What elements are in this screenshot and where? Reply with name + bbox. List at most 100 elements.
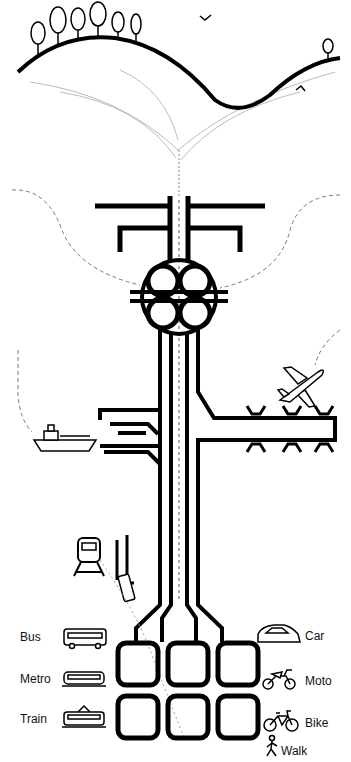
- plane-body: [280, 370, 323, 402]
- train-window: [82, 543, 96, 550]
- tram-windows: [68, 715, 100, 719]
- city-block: [118, 696, 158, 738]
- ground-line: [60, 92, 176, 158]
- tree-canopy: [323, 39, 333, 53]
- moto-seat: [272, 672, 282, 678]
- legend-label: Metro: [20, 672, 51, 686]
- main-road: [136, 330, 335, 642]
- ship-funnel: [48, 425, 54, 431]
- ground-lines: [30, 70, 335, 160]
- tram-icon: [62, 706, 106, 727]
- ship-deck: [60, 435, 90, 437]
- gate: [247, 406, 265, 414]
- tree-canopy: [50, 7, 66, 33]
- ground-line: [30, 82, 178, 150]
- legend-label: Car: [305, 629, 324, 643]
- legend-label: Walk: [281, 744, 307, 758]
- tree-canopy: [131, 14, 141, 34]
- airplane: [278, 367, 323, 407]
- upper-roads: [95, 196, 265, 262]
- cloverleaf: [130, 260, 228, 334]
- train-rails: [74, 562, 104, 576]
- trees: [31, 2, 333, 61]
- bird: [296, 86, 305, 91]
- quay: [104, 452, 160, 464]
- dashed-curve: [18, 350, 32, 432]
- wheel: [96, 644, 101, 649]
- dotted-path: [100, 560, 185, 740]
- legend-icons: [62, 625, 300, 756]
- bus-windows: [68, 633, 102, 638]
- bird: [200, 15, 211, 20]
- tram-body: [64, 712, 104, 725]
- tram-rail: [62, 726, 106, 728]
- car-window: [266, 628, 288, 633]
- road-line: [188, 204, 265, 209]
- tree-canopy: [90, 2, 106, 26]
- bus-icon: [64, 629, 106, 649]
- quay: [100, 444, 160, 448]
- car-icon: [258, 625, 300, 642]
- road-line: [130, 299, 228, 303]
- plane-tail: [278, 389, 289, 397]
- metro-body: [64, 672, 104, 684]
- road-line: [95, 204, 170, 209]
- road-line: [130, 290, 228, 294]
- metro-windows: [68, 675, 100, 679]
- road-line: [120, 228, 170, 252]
- gate: [315, 406, 333, 414]
- road-line: [162, 334, 171, 642]
- tree-canopy: [31, 22, 45, 44]
- small-vehicle: [118, 574, 135, 602]
- wheel: [70, 644, 75, 649]
- walker-body: [267, 741, 277, 756]
- road-line: [188, 228, 240, 252]
- metro-rail: [62, 685, 106, 687]
- city-grid: [118, 643, 258, 738]
- walker-head: [270, 736, 275, 741]
- pantograph: [78, 706, 90, 712]
- tree-canopy: [112, 12, 124, 32]
- hill-line: [18, 37, 340, 108]
- walk-icon: [267, 736, 277, 757]
- legend-label: Bus: [20, 630, 41, 644]
- platform-line: [116, 540, 119, 580]
- moto-icon: [263, 670, 295, 689]
- legend-label: Train: [20, 712, 47, 726]
- car-body: [258, 625, 300, 642]
- road-line: [198, 330, 335, 642]
- dashed-curves: [12, 190, 340, 432]
- bike-frame: [270, 711, 292, 725]
- bike-icon: [264, 711, 298, 731]
- city-block: [218, 643, 258, 685]
- ground-line: [181, 92, 300, 160]
- port: [100, 410, 160, 464]
- pier: [118, 431, 146, 435]
- dotted-axis: [179, 150, 180, 198]
- gate: [247, 444, 265, 452]
- gate: [283, 444, 301, 452]
- ground-line: [120, 70, 178, 140]
- pier: [110, 424, 158, 434]
- train-station: [74, 535, 135, 602]
- road-line: [187, 334, 196, 642]
- legend-label: Moto: [305, 674, 332, 688]
- ring-road: [142, 260, 216, 334]
- city-block: [168, 643, 208, 685]
- ship-cabin: [44, 431, 58, 440]
- plane-wing: [284, 367, 307, 384]
- tree-canopy: [71, 8, 85, 30]
- train-front: [78, 538, 100, 562]
- ship: [34, 425, 96, 451]
- gate: [315, 444, 333, 452]
- bus-body: [64, 629, 106, 645]
- airport-gates: [247, 406, 333, 452]
- metro-icon: [62, 672, 106, 686]
- quay: [100, 410, 160, 420]
- gate: [283, 406, 301, 414]
- city-block: [168, 696, 208, 738]
- ship-hull: [34, 440, 96, 451]
